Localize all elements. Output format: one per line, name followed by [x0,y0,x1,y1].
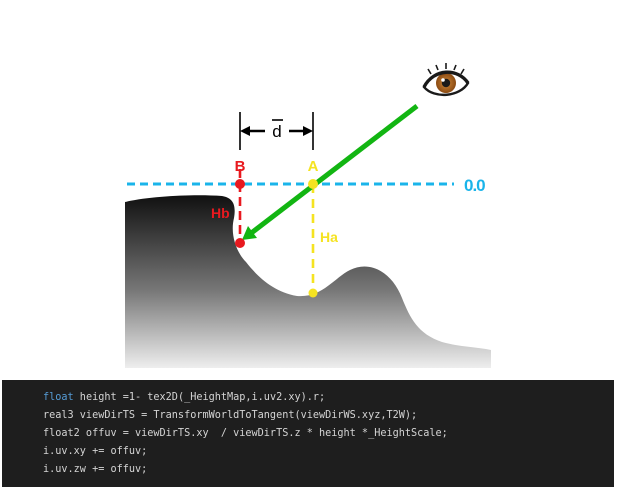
code-line: real3 viewDirTS = TransformWorldToTangen… [43,407,614,425]
height-surface [125,195,491,368]
code-line: float height =1- tex2D(_HeightMap,i.uv2.… [43,389,614,407]
d-label: d [272,122,281,141]
d-arrow-left-head [240,126,250,136]
point-a-bottom [308,288,318,298]
eye-icon [422,63,470,96]
d-arrow-right-head [303,126,313,136]
b-label: B [235,158,246,175]
code-text: height =1- tex2D(_HeightMap,i.uv2.xy).r; [73,392,326,403]
point-b-top [235,179,245,189]
view-ray [248,104,419,236]
a-label: A [308,158,319,175]
ha-label: Ha [320,229,338,245]
code-text: real3 viewDirTS = TransformWorldToTangen… [43,410,418,421]
hb-label: Hb [211,205,230,221]
code-keyword: float [43,392,74,403]
code-block: float height =1- tex2D(_HeightMap,i.uv2.… [2,380,614,487]
code-line: float2 offuv = viewDirTS.xy / viewDirTS.… [43,425,614,443]
code-line: i.uv.xy += offuv; [43,443,614,461]
parallax-diagram: d 0.0 B A Hb Ha [125,63,491,368]
code-text: i.uv.xy += offuv; [43,446,148,457]
point-b-bottom [235,238,245,248]
view-ray-arrowhead [242,226,257,240]
zero-plane-label: 0.0 [464,176,485,195]
point-a-top [308,179,318,189]
code-text: i.uv.zw += offuv; [43,464,148,475]
code-line: i.uv.zw += offuv; [43,461,614,479]
code-text: float2 offuv = viewDirTS.xy / viewDirTS.… [43,428,448,439]
